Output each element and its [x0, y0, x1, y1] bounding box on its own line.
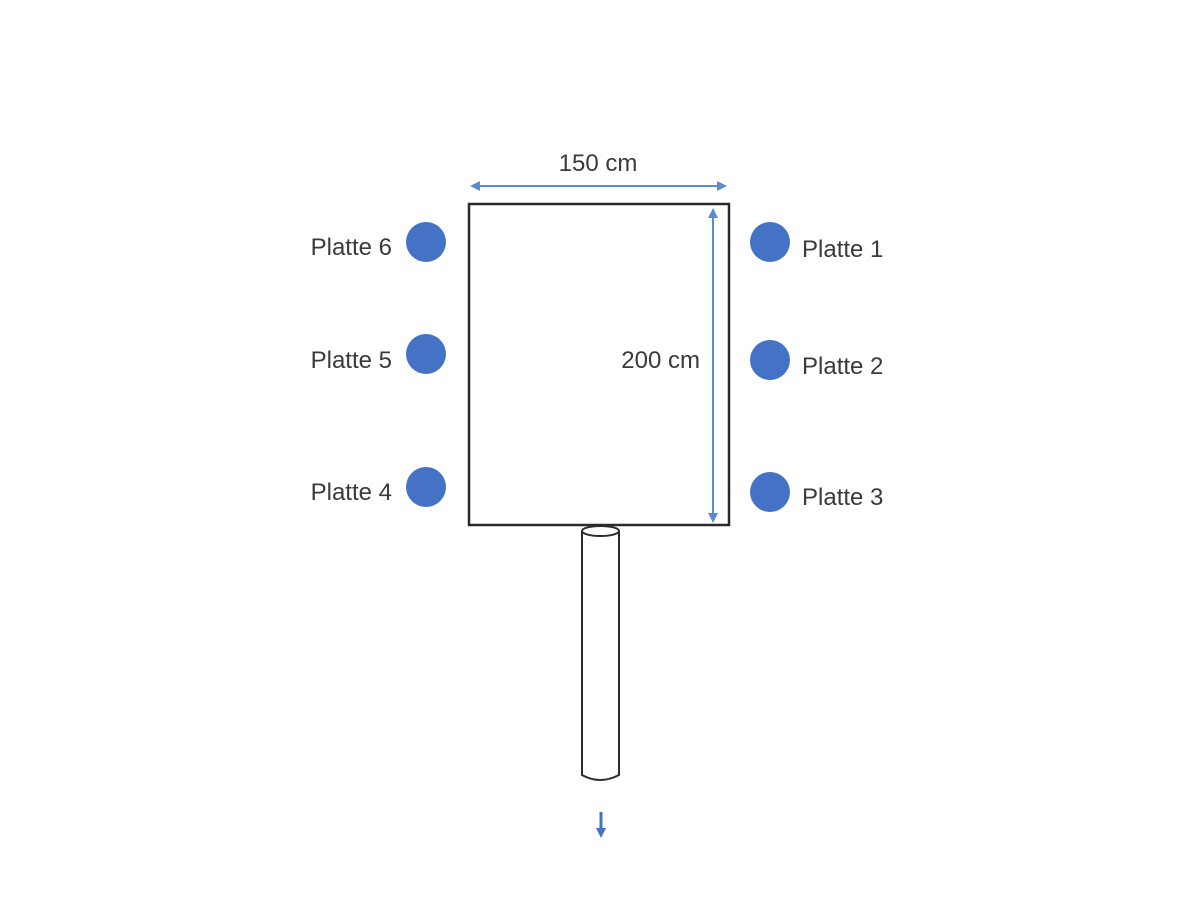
plate-1-label: Platte 1	[802, 236, 883, 263]
plate-6-label: Platte 6	[311, 234, 392, 261]
plate-1-marker	[750, 222, 790, 262]
height-dimension: 200 cm	[621, 208, 718, 523]
plate-2-label: Platte 2	[802, 353, 883, 380]
plate-4-marker	[406, 467, 446, 507]
area-rectangle	[467, 202, 731, 527]
plate-3: Platte 3	[750, 472, 883, 512]
pipe	[581, 525, 620, 781]
width-arrow-left	[470, 181, 480, 191]
height-arrow-top	[708, 208, 718, 218]
pipe-top	[581, 525, 620, 537]
plate-2: Platte 2	[750, 340, 883, 380]
plate-6: Platte 6	[311, 222, 446, 262]
width-label: 150 cm	[559, 150, 638, 177]
plate-4-label: Platte 4	[311, 479, 392, 506]
plate-2-marker	[750, 340, 790, 380]
plate-6-marker	[406, 222, 446, 262]
plate-1: Platte 1	[750, 222, 883, 263]
pipe-body	[581, 531, 620, 781]
height-arrow-bottom	[708, 513, 718, 523]
plate-5-label: Platte 5	[311, 347, 392, 374]
width-dimension: 150 cm	[470, 150, 727, 191]
plate-3-label: Platte 3	[802, 484, 883, 511]
plate-4: Platte 4	[311, 467, 446, 507]
plate-5: Platte 5	[311, 334, 446, 374]
flow-arrow-icon	[596, 812, 606, 838]
width-arrow-right	[717, 181, 727, 191]
height-label: 200 cm	[621, 347, 700, 374]
plate-5-marker	[406, 334, 446, 374]
plate-3-marker	[750, 472, 790, 512]
